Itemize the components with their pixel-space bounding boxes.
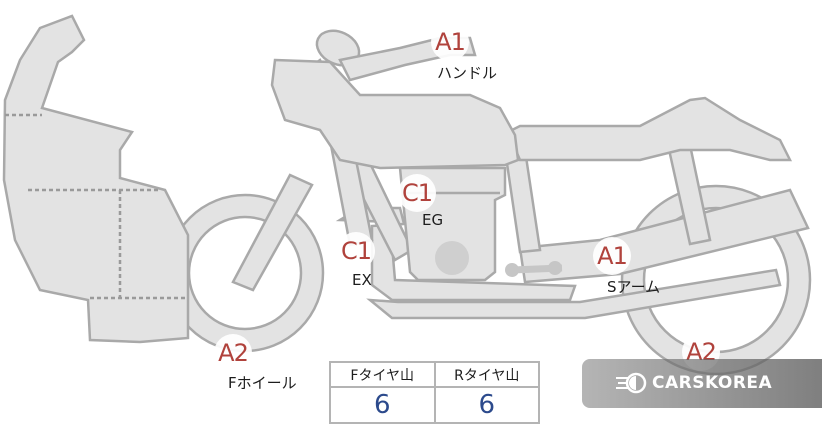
exhaust-label: EX xyxy=(352,271,372,289)
swingarm-label: Sアーム xyxy=(607,278,661,296)
carskorea-watermark: CARSKOREA xyxy=(582,359,822,408)
carskorea-logo-icon xyxy=(616,372,647,394)
seat-fender xyxy=(506,96,793,162)
fwheel-label: Fホイール xyxy=(228,374,297,392)
watermark-text: CARSKOREA xyxy=(652,373,773,393)
exhaust-badge: C1 xyxy=(337,232,375,270)
front-fork xyxy=(231,173,314,292)
front-tyre-header: Fタイヤ山 xyxy=(329,361,436,388)
handle-label: ハンドル xyxy=(437,64,498,82)
tyre-tread-table: Fタイヤ山 Rタイヤ山 6 6 xyxy=(329,361,540,424)
fwheel-badge: A2 xyxy=(214,334,252,372)
front-tyre-value: 6 xyxy=(329,386,436,424)
rear-tyre-header: Rタイヤ山 xyxy=(433,361,540,388)
engine-label: EG xyxy=(422,211,444,229)
swingarm-badge: A1 xyxy=(593,237,631,275)
engine-badge: C1 xyxy=(398,174,436,212)
rear-tyre-value: 6 xyxy=(433,386,540,424)
fuel-tank xyxy=(270,58,520,170)
front-fairing xyxy=(2,14,190,344)
handle-badge: A1 xyxy=(431,23,469,61)
